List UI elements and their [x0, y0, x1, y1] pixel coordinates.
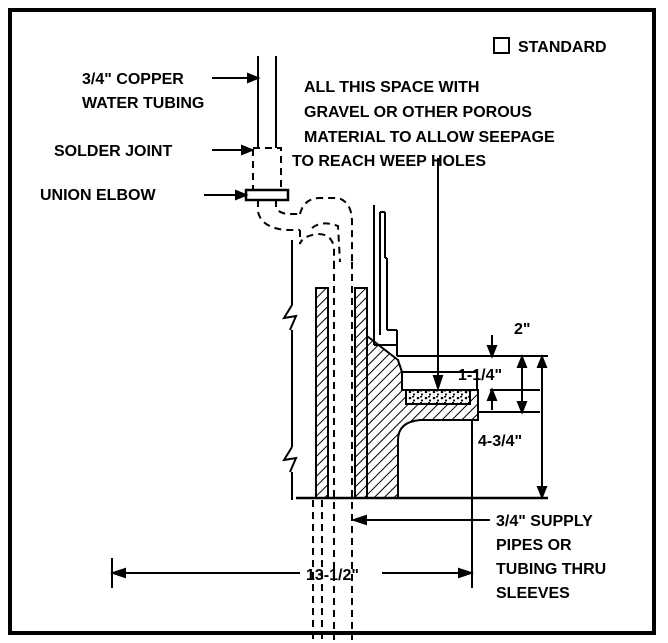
standard-checkbox — [493, 37, 510, 54]
concrete-footing — [366, 333, 479, 499]
supply-pipes-label-4: SLEEVES — [496, 585, 570, 602]
wall-left-edge — [281, 240, 298, 500]
copper-tubing-label-1: 3/4" COPPER — [82, 71, 184, 88]
gravel-note-line-4: TO REACH WEEP HOLES — [292, 153, 486, 170]
diagram-frame — [8, 8, 656, 635]
solder-joint-label: SOLDER JOINT — [54, 143, 172, 160]
supply-pipes-label-3: TUBING THRU — [496, 561, 606, 578]
dimension-lines — [109, 335, 548, 588]
dim-13-1-2in-label: 13-1/2" — [306, 567, 359, 584]
gravel-note-line-1: ALL THIS SPACE WITH — [304, 79, 479, 96]
dim-2in-label: 2" — [514, 321, 530, 338]
leader-arrows — [204, 72, 490, 526]
copper-tubing — [257, 56, 277, 148]
copper-tubing-label-2: WATER TUBING — [82, 95, 204, 112]
buried-tubing-dashed — [252, 147, 353, 640]
dim-1-1-4in-label: 1-1/4" — [458, 367, 502, 384]
union-elbow-fitting — [244, 188, 290, 202]
sleeve-right-wall — [354, 287, 368, 499]
supply-pipes-label-2: PIPES OR — [496, 537, 572, 554]
gravel-note-line-3: MATERIAL TO ALLOW SEEPAGE — [304, 129, 555, 146]
gravel-note-line-2: GRAVEL OR OTHER POROUS — [304, 104, 532, 121]
gravel-fill — [405, 389, 471, 405]
pool-wall-coping — [373, 205, 548, 390]
supply-pipes-label-1: 3/4" SUPPLY — [496, 513, 593, 530]
dim-4-3-4in-label: 4-3/4" — [478, 433, 522, 450]
sleeve-left-wall — [315, 287, 329, 499]
standard-label: STANDARD — [518, 39, 607, 56]
union-elbow-label: UNION ELBOW — [40, 187, 156, 204]
